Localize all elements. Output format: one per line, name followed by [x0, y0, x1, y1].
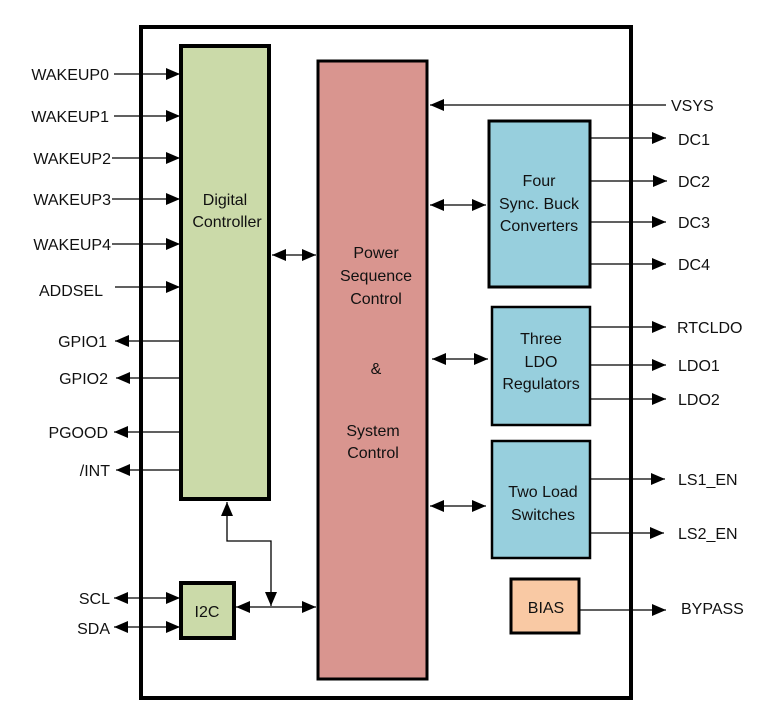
power-label-1: Power: [353, 245, 399, 262]
right-pin-labels: VSYS DC1 DC2 DC3 DC4 RTCLDO LDO1 LDO2 LS…: [671, 98, 744, 618]
digital-controller-label-2: Controller: [192, 214, 262, 231]
pin-label-wakeup4: WAKEUP4: [33, 237, 111, 254]
pin-label-dc4: DC4: [678, 257, 710, 274]
pin-label-wakeup3: WAKEUP3: [33, 192, 111, 209]
pin-label-ls2-en: LS2_EN: [678, 526, 738, 543]
load-switch-label-2: Switches: [511, 507, 575, 524]
power-bus-arrows: [430, 199, 488, 512]
i2c-label: I2C: [195, 604, 220, 621]
i2c-block: I2C: [179, 581, 236, 640]
pin-label-wakeup0: WAKEUP0: [31, 67, 109, 84]
pin-label-ldo2: LDO2: [678, 392, 720, 409]
left-output-arrows: [114, 335, 180, 476]
right-output-arrows: [580, 132, 667, 616]
buck-converter-block: Four Sync. Buck Converters: [487, 119, 592, 289]
power-label-6: Control: [347, 445, 399, 462]
power-label-4: &: [371, 361, 382, 378]
i2c-bus-arrows: [114, 592, 180, 633]
pin-label-vsys: VSYS: [671, 98, 714, 115]
buck-label-2: Sync. Buck: [499, 196, 580, 213]
bias-block: BIAS: [509, 577, 581, 635]
left-input-arrows: [112, 68, 180, 293]
buck-label-1: Four: [523, 173, 557, 190]
pin-label-dc2: DC2: [678, 174, 710, 191]
pin-label-wakeup1: WAKEUP1: [31, 109, 109, 126]
power-sequence-block: Power Sequence Control & System Control: [316, 59, 429, 681]
bias-label: BIAS: [528, 600, 564, 617]
load-switch-label-1: Two Load: [508, 484, 577, 501]
i2c-internal-arrows: [221, 502, 316, 613]
ldo-label-3: Regulators: [502, 376, 579, 393]
pin-label-pgood: PGOOD: [48, 425, 108, 442]
pin-label-scl: SCL: [79, 591, 110, 608]
ldo-label-2: LDO: [525, 354, 558, 371]
pin-label-dc1: DC1: [678, 132, 710, 149]
power-label-2: Sequence: [340, 268, 412, 285]
power-label-3: Control: [350, 291, 402, 308]
buck-label-3: Converters: [500, 218, 578, 235]
pin-label-ls1-en: LS1_EN: [678, 472, 738, 489]
pin-label-dc3: DC3: [678, 215, 710, 232]
digital-controller-block: Digital Controller: [179, 44, 271, 501]
pin-label-addsel: ADDSEL: [39, 283, 103, 300]
pin-label-gpio1: GPIO1: [58, 334, 107, 351]
pin-label-ldo1: LDO1: [678, 358, 720, 375]
pin-label-int: /INT: [80, 463, 110, 480]
ldo-label-1: Three: [520, 331, 562, 348]
arrow-i2c-digital: [221, 502, 277, 606]
power-label-5: System: [346, 423, 399, 440]
pin-label-gpio2: GPIO2: [59, 371, 108, 388]
pin-label-sda: SDA: [77, 621, 110, 638]
pin-label-rtcldo: RTCLDO: [677, 320, 743, 337]
ldo-block: Three LDO Regulators: [490, 305, 592, 427]
load-switch-block: Two Load Switches: [490, 439, 592, 560]
pin-label-wakeup2: WAKEUP2: [33, 151, 111, 168]
left-pin-labels: WAKEUP0 WAKEUP1 WAKEUP2 WAKEUP3 WAKEUP4 …: [31, 67, 111, 638]
digital-controller-label-1: Digital: [203, 192, 247, 209]
pin-label-bypass: BYPASS: [681, 601, 744, 618]
chip-outline: [139, 25, 633, 700]
